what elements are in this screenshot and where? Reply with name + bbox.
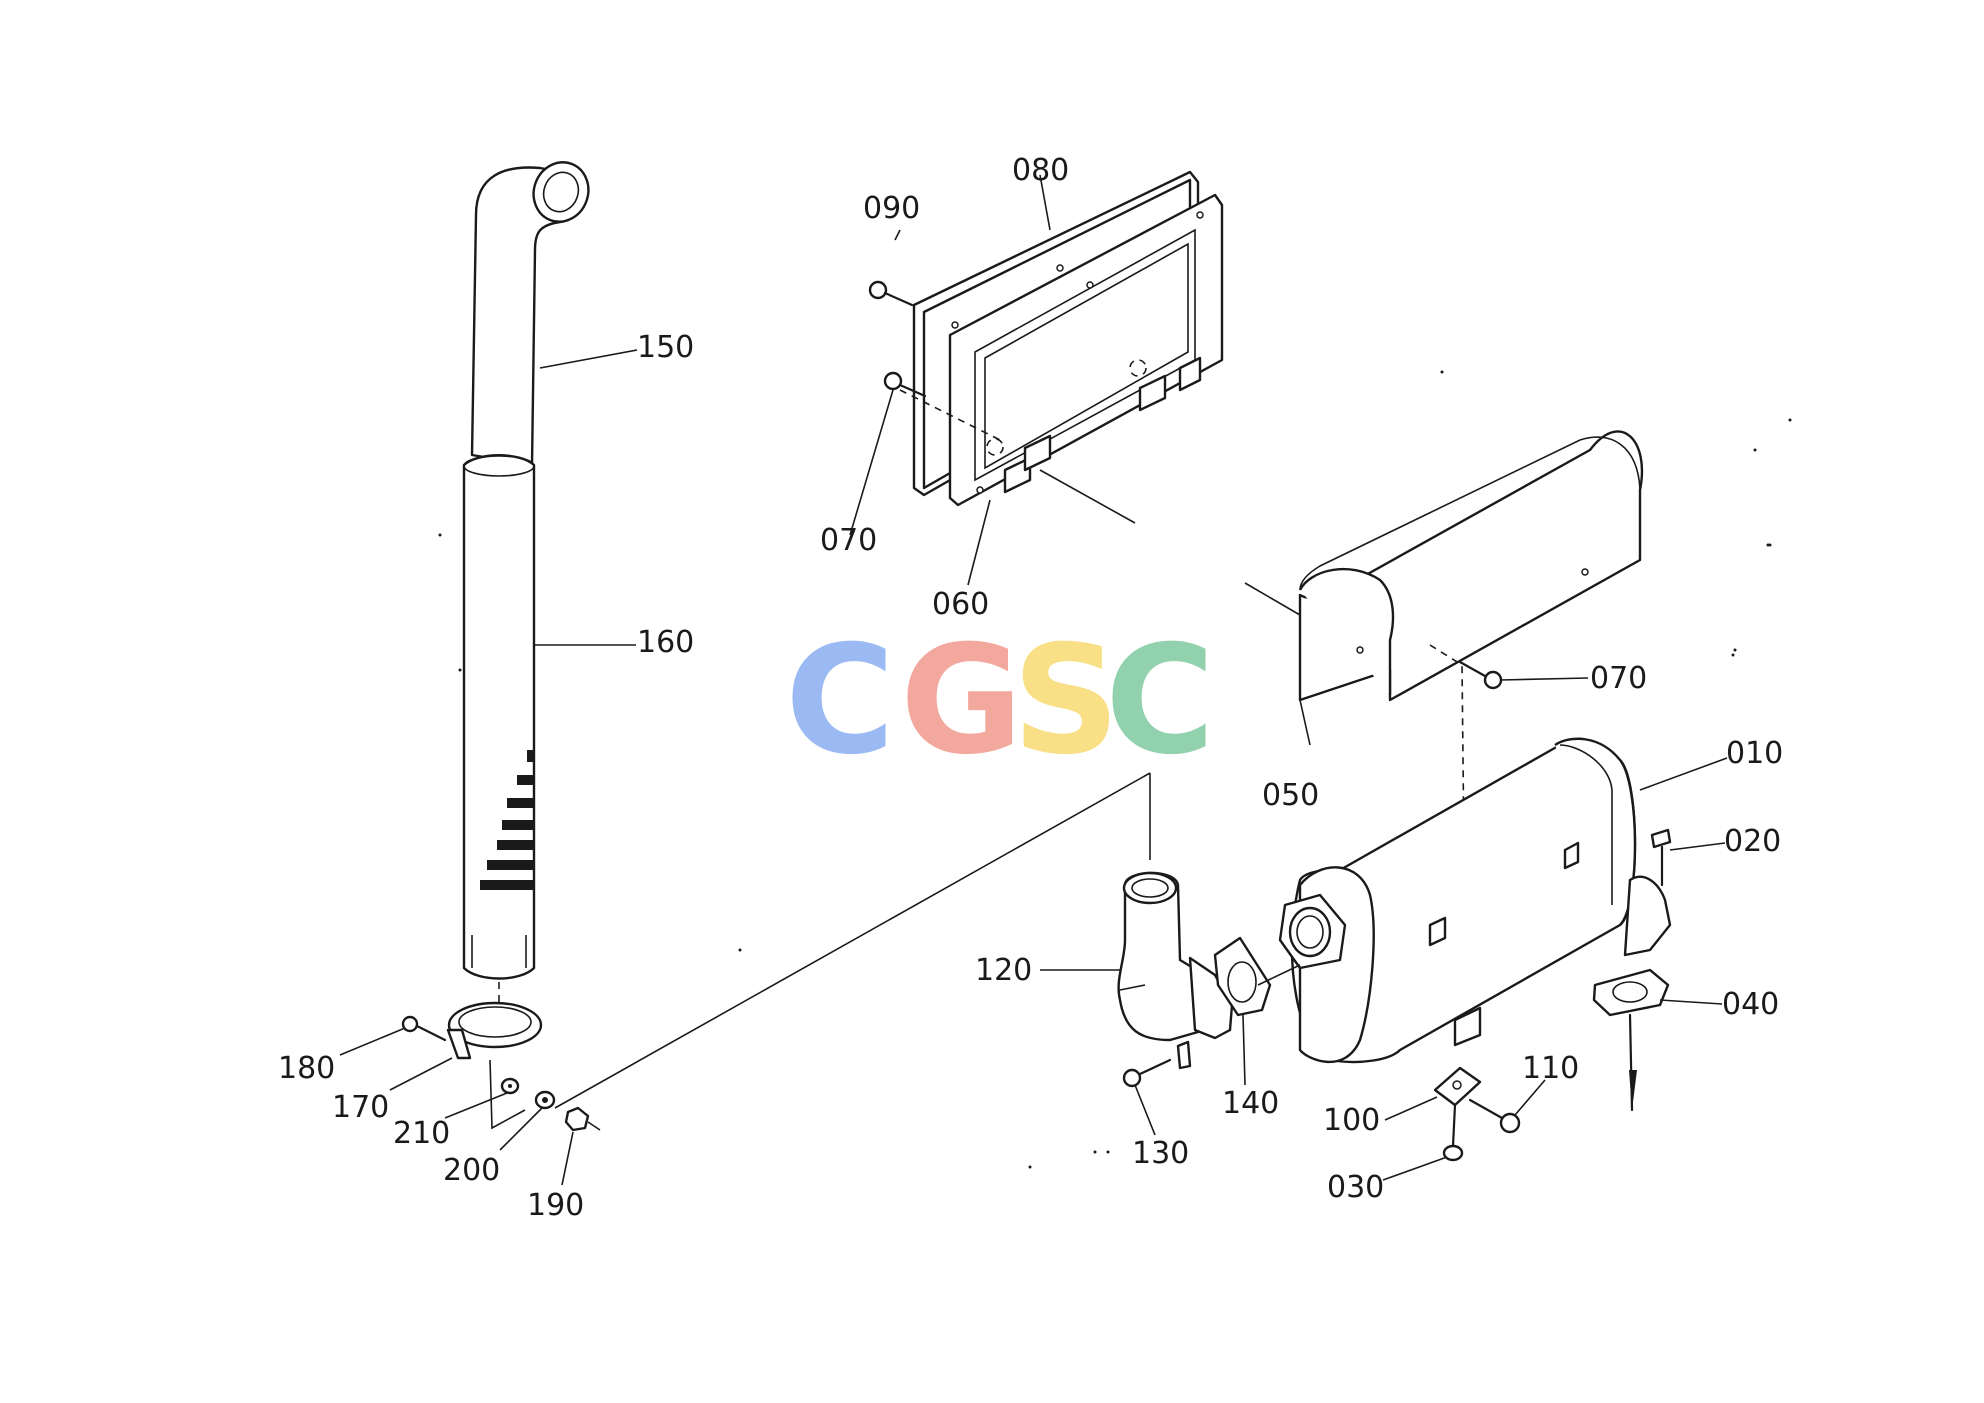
screw-090-icon: [868, 280, 914, 307]
bolt-110-icon: [1468, 1098, 1521, 1134]
leader-lines: [339, 174, 1728, 1186]
nut-190-icon: [564, 1106, 590, 1132]
bolt-020-icon: [1650, 828, 1672, 887]
exhaust-elbow-120: [1117, 871, 1234, 1070]
heat-shield-050: [1298, 430, 1644, 702]
scan-specks: [438, 370, 1792, 1169]
label-070-right: 070: [1590, 661, 1647, 696]
label-170: 170: [332, 1090, 389, 1125]
label-110: 110: [1522, 1051, 1579, 1086]
bolt-130-icon: [1122, 1058, 1172, 1088]
label-160: 160: [637, 625, 694, 660]
watermark-letter-3: S: [1012, 614, 1120, 788]
pipe-decal: [480, 750, 533, 890]
washer-200-icon: [534, 1090, 556, 1110]
label-210: 210: [393, 1116, 450, 1151]
gasket-140-icon: [1213, 936, 1272, 1017]
label-050: 050: [1262, 778, 1319, 813]
pipe-clamp-170: [446, 1001, 543, 1060]
screw-070-top-icon: [883, 371, 927, 398]
label-140: 140: [1222, 1086, 1279, 1121]
label-130: 130: [1132, 1136, 1189, 1171]
washer-210-icon: [500, 1077, 520, 1095]
label-180: 180: [278, 1051, 335, 1086]
watermark-letter-4: C: [1105, 614, 1215, 788]
label-090: 090: [863, 191, 920, 226]
label-100: 100: [1323, 1103, 1380, 1138]
label-060: 060: [932, 587, 989, 622]
muffler-010: [1278, 737, 1672, 1064]
watermark-letter-1: C: [785, 614, 895, 788]
watermark-logo: C G S C: [785, 614, 1215, 788]
label-030: 030: [1327, 1170, 1384, 1205]
label-070-top: 070: [820, 523, 877, 558]
gasket-040-icon: [1592, 968, 1670, 1017]
bracket-100-icon: [1433, 1066, 1482, 1107]
bolt-180-icon: [401, 1015, 447, 1042]
label-120: 120: [975, 953, 1032, 988]
watermark-letter-2: G: [900, 614, 1023, 788]
label-080: 080: [1012, 153, 1069, 188]
bolt-030-icon: [1442, 1103, 1464, 1162]
gasket-060: [948, 193, 1224, 507]
label-040: 040: [1722, 987, 1779, 1022]
label-200: 200: [443, 1153, 500, 1188]
label-150: 150: [637, 330, 694, 365]
extension-pipe-160: [462, 454, 536, 980]
label-190: 190: [527, 1188, 584, 1223]
screw-070-right-icon: [1458, 660, 1503, 690]
label-010: 010: [1726, 736, 1783, 771]
tail-pipe-150: [470, 161, 590, 467]
label-020: 020: [1724, 824, 1781, 859]
